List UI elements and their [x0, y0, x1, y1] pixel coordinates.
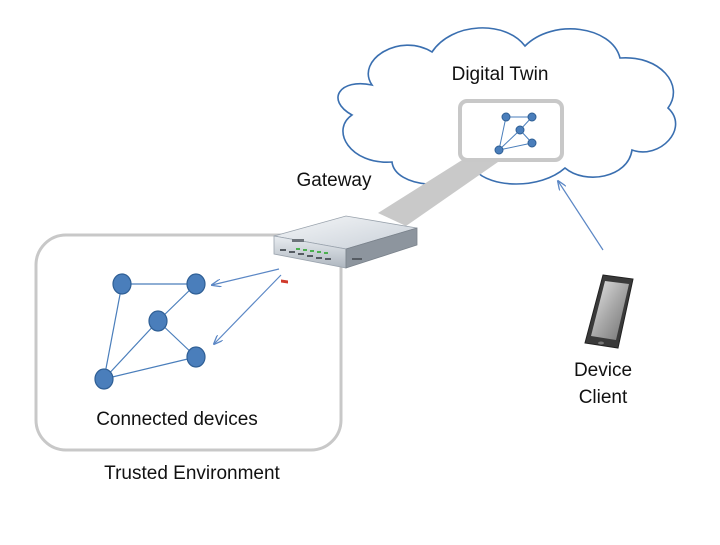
gateway-arrow-2	[214, 274, 282, 344]
device-node	[148, 310, 168, 332]
twin-node	[501, 112, 511, 122]
device-node	[186, 346, 206, 368]
digital-twin-box	[458, 99, 564, 162]
device-node	[186, 273, 206, 295]
twin-nodes	[494, 112, 537, 155]
connected-devices-label: Connected devices	[96, 409, 258, 430]
smartphone-icon	[584, 274, 634, 349]
digital-twin-label: Digital Twin	[452, 64, 549, 85]
client-arrow	[558, 181, 604, 251]
gateway-label: Gateway	[297, 170, 372, 191]
twin-node	[527, 138, 537, 148]
device-graph-edges	[103, 283, 197, 380]
device-node	[112, 273, 132, 295]
twin-node	[527, 112, 537, 122]
device-client-label-line2: Client	[579, 387, 628, 408]
device-graph-nodes	[94, 273, 206, 390]
twin-node	[494, 145, 504, 155]
router-icon	[273, 215, 418, 284]
device-client-label-line1: Device	[574, 360, 632, 381]
twin-node	[515, 125, 525, 135]
trusted-environment-label: Trusted Environment	[104, 463, 280, 484]
trusted-environment-box	[34, 233, 343, 452]
device-node	[94, 368, 114, 390]
connection-beam	[378, 150, 498, 226]
gateway-arrow-1	[212, 268, 280, 285]
